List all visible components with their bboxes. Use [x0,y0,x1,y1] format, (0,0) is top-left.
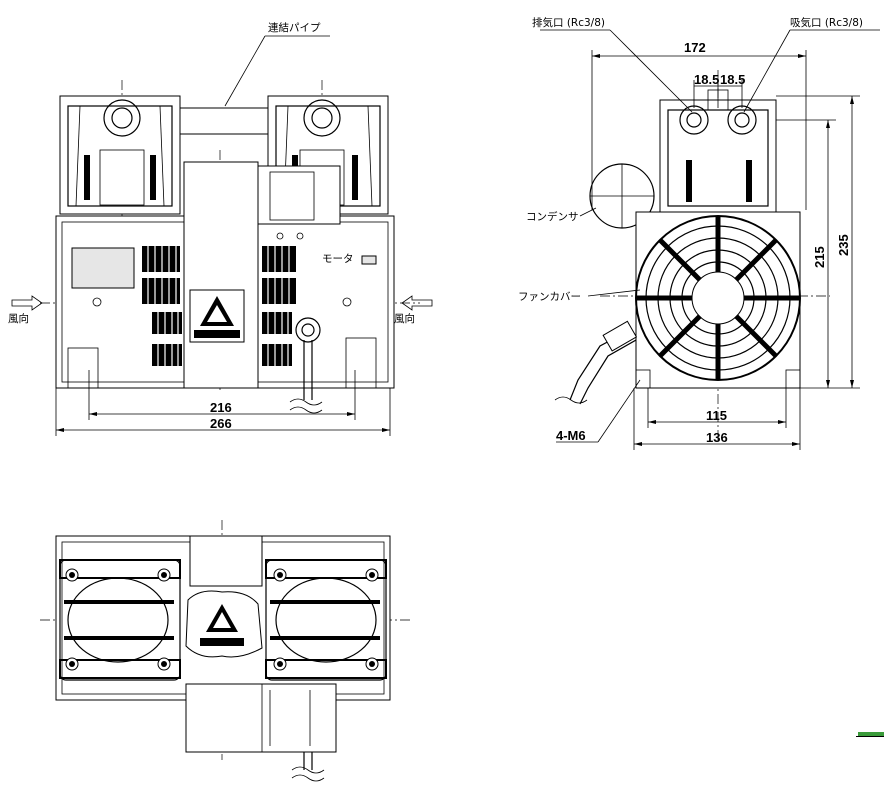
top-view [40,520,410,782]
dim-172: 172 [684,40,706,55]
condenser [589,163,655,229]
logo-mark [858,732,884,736]
warning-label [189,289,245,343]
dim-215: 215 [812,246,827,268]
wind-arrow-left-icon [11,295,43,311]
dim-266: 266 [210,416,232,431]
connecting-pipe-label: 連結パイプ [268,21,321,34]
top-head-left [59,559,181,681]
cooling-fins [142,246,296,366]
motor-label: モータ [322,253,354,265]
dim-18-5-left: 18.5 [694,72,719,87]
dim-136: 136 [706,430,728,445]
top-warning-label [185,590,263,658]
mount-holes-label: 4-M6 [556,428,586,443]
intake-port-label: 吸気口 (Rc3/8) [790,16,863,29]
wind-label-left: 風向 [8,312,29,325]
condenser-label: コンデンサ [526,210,579,223]
dim-235: 235 [836,234,851,256]
wind-arrow-right-icon [401,295,433,311]
pump-head-left [59,95,181,215]
connecting-pipe [179,107,269,135]
fan-cover-label: ファンカバー [518,291,581,303]
motor [183,161,259,389]
side-view: コンデンサ ファンカバー [518,16,880,450]
wind-label-right: 風向 [394,312,415,325]
front-view: 連結パイプ モータ [8,21,433,436]
top-head-right [265,559,387,681]
fan-cover [635,215,801,381]
dim-216: 216 [210,400,232,415]
dim-18-5-right: 18.5 [720,72,745,87]
dim-115: 115 [706,408,727,423]
exhaust-port-label: 排気口 (Rc3/8) [532,16,605,29]
